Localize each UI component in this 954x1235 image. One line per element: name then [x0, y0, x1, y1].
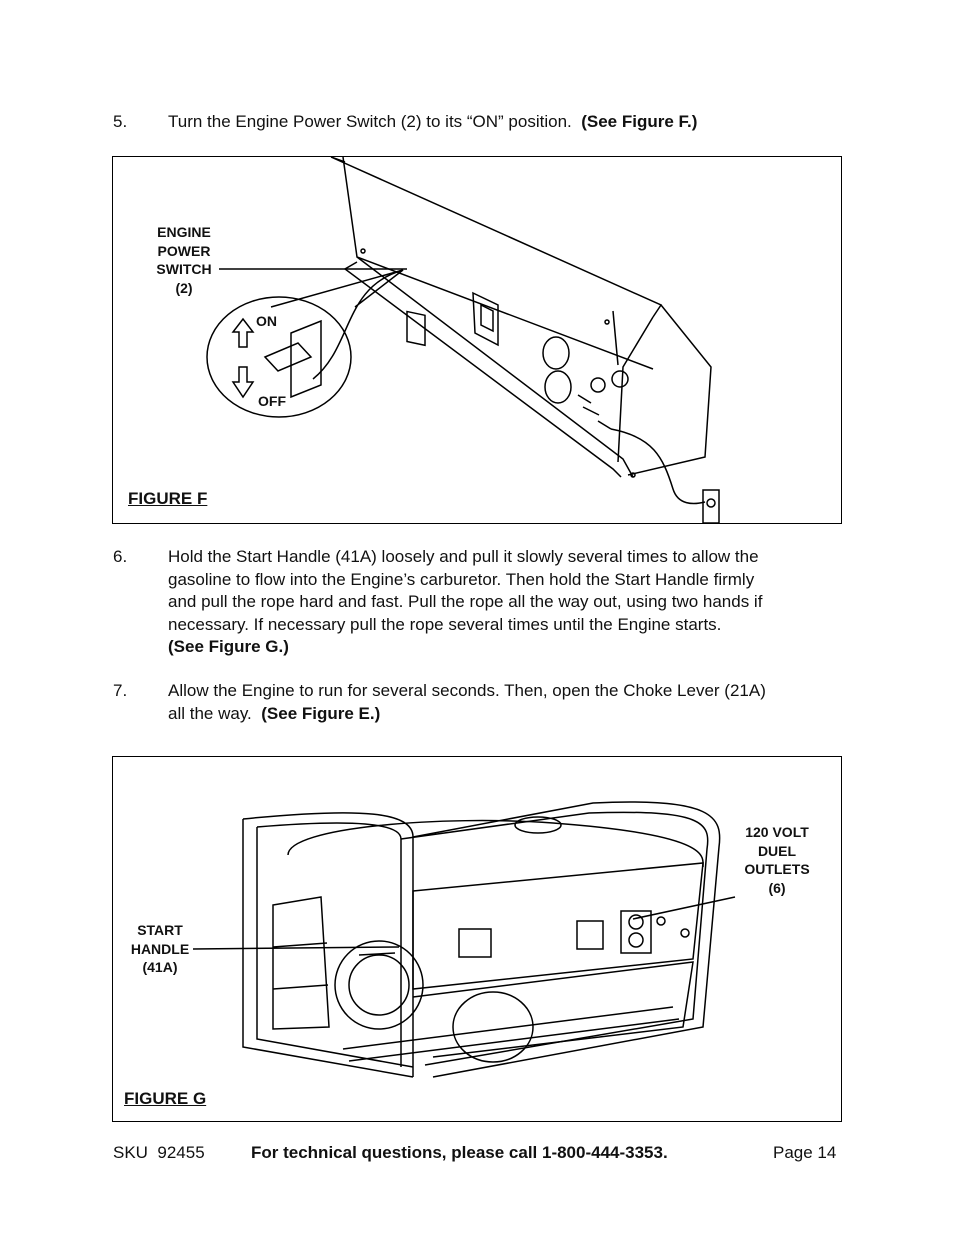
figure-reference: (See Figure F.)	[581, 112, 698, 131]
footer-page-number: Page 14	[773, 1143, 837, 1162]
step-text: Turn the Engine Power Switch (2) to its …	[168, 112, 572, 131]
figure-reference: (See Figure G.)	[168, 637, 289, 656]
footer-contact: For technical questions, please call 1-8…	[251, 1143, 668, 1162]
figure-g: 120 VOLT DUEL OUTLETS (6) START HANDLE (…	[112, 756, 842, 1122]
figure-g-label: FIGURE G	[124, 1089, 207, 1108]
on-label: ON	[256, 313, 277, 329]
off-label: OFF	[258, 393, 286, 409]
engine-power-switch-callout: ENGINE POWER SWITCH (2)	[156, 224, 212, 296]
step-number: 6.	[113, 547, 128, 566]
figure-reference: (See Figure E.)	[261, 703, 381, 723]
footer-sku: SKU 92455	[113, 1143, 205, 1162]
figure-f-label: FIGURE F	[128, 489, 208, 508]
figure-f-illustration	[206, 156, 720, 524]
outlets-callout: 120 VOLT DUEL OUTLETS (6)	[744, 824, 810, 896]
start-handle-callout: START HANDLE (41A)	[130, 922, 190, 975]
step-number: 5.	[113, 112, 128, 131]
step-number: 7.	[113, 681, 128, 700]
figure-f: ENGINE POWER SWITCH (2) ON OFF FIGURE F	[112, 156, 842, 524]
figure-g-illustration	[192, 801, 736, 1078]
